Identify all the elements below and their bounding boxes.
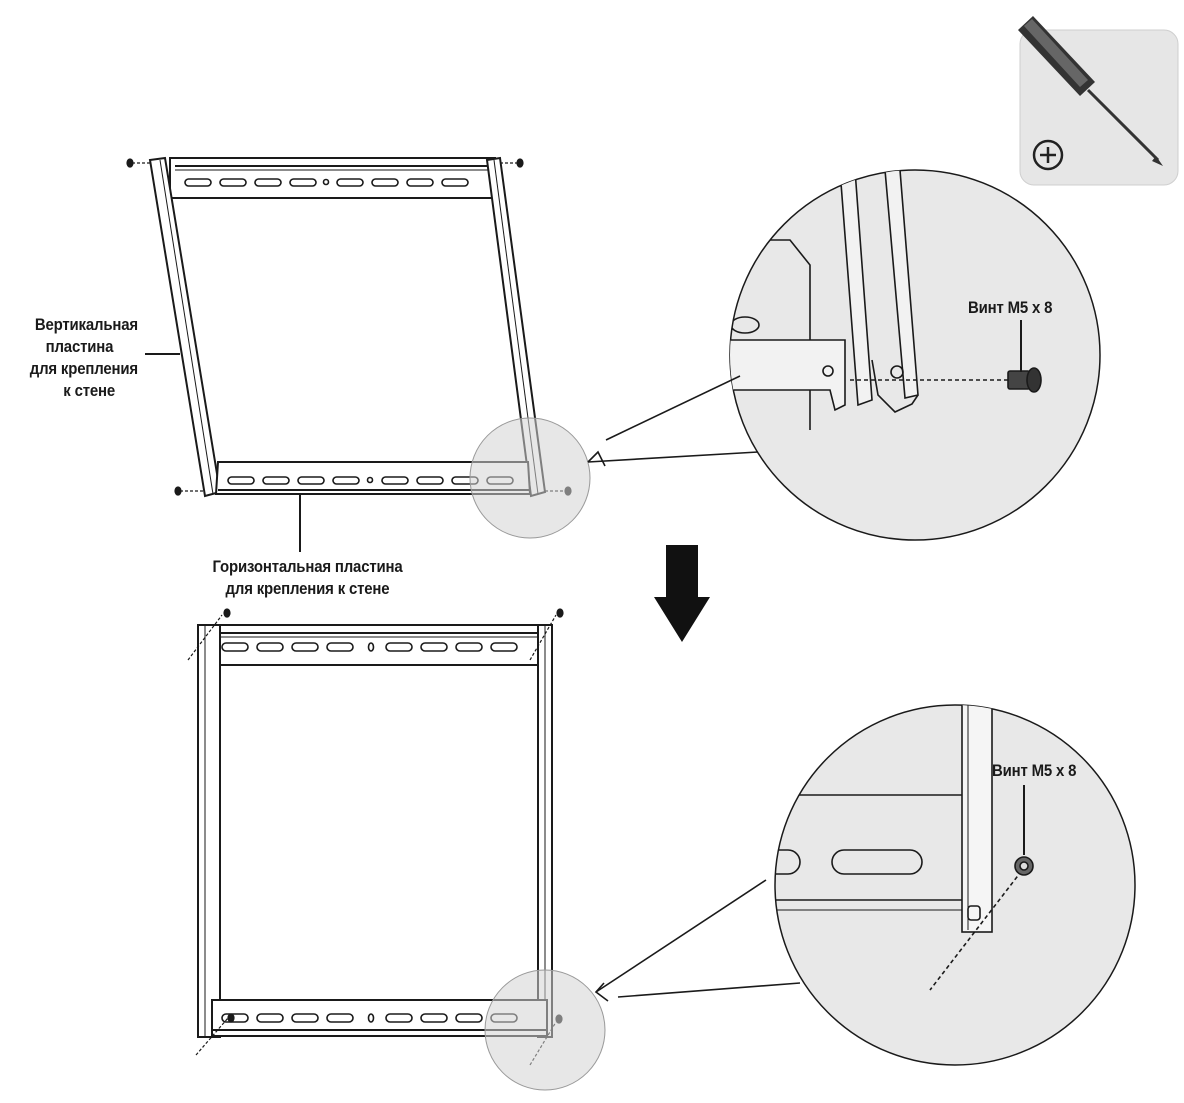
screw-label-bottom: Винт М5 x 8 [992, 761, 1077, 780]
vertical-plate-left [148, 156, 222, 498]
detail-arrow-bottom [594, 879, 801, 1002]
horizontal-plate-label-line-1: Горизонтальная пластина [212, 557, 403, 576]
frame-right-plate [537, 624, 553, 1038]
vertical-plate-label-line-1: Вертикальная [34, 315, 138, 334]
top-horizontal-plate-upper [169, 157, 496, 199]
frame-left-plate [197, 624, 221, 1038]
frame-top-plate [204, 624, 551, 666]
detail-source-circle-top [469, 417, 591, 539]
top-assembly [126, 156, 572, 498]
zoom-detail-top [729, 169, 1101, 541]
arrow-down-icon [654, 545, 710, 642]
horizontal-plate-label: Горизонтальная пластина для крепления к … [204, 556, 411, 600]
phillips-screwdriver-icon [1018, 16, 1163, 166]
detail-arrow-top [587, 375, 759, 467]
detail-source-circle-bottom [484, 969, 606, 1091]
horizontal-plate-label-line-2: для крепления к стене [225, 579, 390, 598]
screw-label-top: Винт М5 x 8 [968, 298, 1053, 317]
vertical-plate-label-line-4: к стене [63, 381, 116, 400]
screwdriver-panel [1018, 16, 1179, 186]
phillips-head-symbol-icon [1032, 139, 1064, 171]
vertical-plate-label-line-3: для крепления [29, 359, 138, 378]
zoom-detail-bottom [774, 704, 1136, 1066]
vertical-plate-label-line-2: пластина [45, 337, 114, 356]
vertical-plate-label: Вертикальная пластина для крепления к ст… [30, 314, 138, 402]
